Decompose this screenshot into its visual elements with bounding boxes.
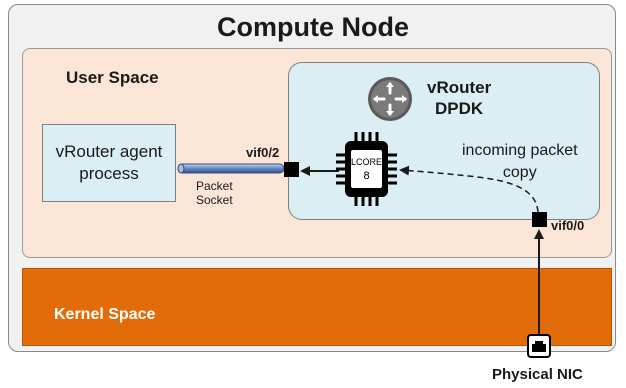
vrouter-subtitle: DPDK xyxy=(435,99,484,118)
incoming-line1: incoming packet xyxy=(462,142,578,159)
physical-nic-label: Physical NIC xyxy=(492,366,583,383)
packet-socket-line1: Packet xyxy=(196,179,233,193)
lcore-label: LCORE xyxy=(351,157,382,167)
packet-socket-label: Packet Socket xyxy=(196,179,233,207)
incoming-packet-label: incoming packet copy xyxy=(462,140,578,184)
cpu-chip-icon: LCORE 8 xyxy=(336,132,397,206)
vrouter-agent-box: vRouter agent process xyxy=(42,124,176,202)
router-icon xyxy=(368,77,412,121)
packet-socket-tube xyxy=(177,163,285,174)
vif-nic-label: vif0/0 xyxy=(551,218,585,233)
ethernet-port-icon xyxy=(527,334,551,358)
lcore-number: 8 xyxy=(363,170,369,182)
vrouter-title: vRouter DPDK xyxy=(427,77,491,119)
compute-node-title: Compute Node xyxy=(217,12,409,42)
vrouter-dpdk-box xyxy=(288,62,600,220)
agent-label-line2: process xyxy=(79,164,139,183)
vif-agent-label: vif0/2 xyxy=(246,145,280,160)
vrouter-name: vRouter xyxy=(427,78,492,97)
kernel-space-label: Kernel Space xyxy=(54,306,156,323)
vif-agent-port xyxy=(284,162,299,177)
vif-nic-port xyxy=(532,212,547,227)
agent-label-line1: vRouter agent xyxy=(55,142,163,161)
incoming-line2: copy xyxy=(502,164,537,181)
kernel-space-region xyxy=(22,268,612,346)
incoming-dashed-arrow xyxy=(399,165,539,213)
user-space-label: User Space xyxy=(66,68,159,87)
packet-socket-line2: Socket xyxy=(196,193,233,207)
